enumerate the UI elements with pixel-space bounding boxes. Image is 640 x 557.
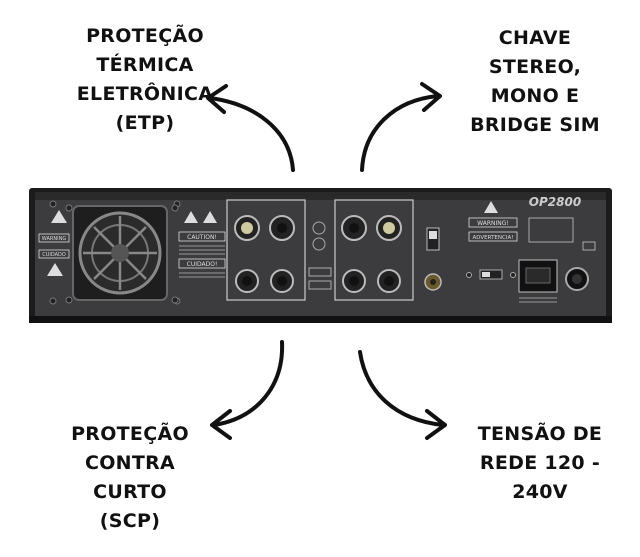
warning-triangle-icon	[484, 201, 498, 213]
arrow-top-right	[360, 94, 440, 172]
amplifier-rear-panel: WARNING CUIDADO CAUTION! CUIDADO!	[29, 188, 612, 323]
label-line: (ETP)	[115, 112, 175, 134]
arrow-bottom-left	[212, 340, 285, 427]
arrow-top-left	[208, 96, 295, 172]
warning-triangle-icon	[203, 211, 217, 223]
arrow-top-left-head	[206, 84, 228, 114]
label-mains-voltage: TENSÃO DE REDE 120 - 240V	[440, 420, 640, 507]
power-inlet	[518, 259, 558, 293]
channel-a-outline	[226, 199, 306, 301]
warning-triangle-icon	[184, 211, 198, 223]
label-line: STEREO,	[488, 56, 582, 78]
cuidado-left-text: CUIDADO	[42, 252, 66, 258]
label-line: CURTO	[93, 481, 167, 503]
label-line: PROTEÇÃO	[71, 423, 189, 445]
label-thermal-protection: PROTEÇÃO TÉRMICA ELETRÔNICA (ETP)	[45, 22, 245, 138]
input-jacks-b	[341, 215, 402, 241]
warning-right-text: WARNING!	[477, 220, 509, 227]
warning-left-text: WARNING	[42, 236, 67, 242]
channel-b-outline	[334, 199, 414, 301]
label-line: TÉRMICA	[96, 54, 194, 76]
label-line: (SCP)	[99, 510, 161, 532]
label-line: CHAVE	[498, 27, 572, 49]
warning-triangle-icon	[51, 210, 67, 223]
fan-grille-icon	[72, 205, 168, 301]
spec-plate	[528, 217, 574, 243]
label-line: CONTRA	[84, 452, 176, 474]
cuidado-center-text: CUIDADO!	[187, 261, 218, 268]
input-jacks-a	[234, 215, 295, 241]
arrow-bottom-right	[358, 350, 445, 427]
output-jacks-a	[235, 269, 294, 293]
arrow-bottom-left-head	[210, 409, 232, 440]
advertencia-text: ADVERTENCIA!	[473, 235, 514, 241]
label-line: TENSÃO DE	[477, 423, 603, 445]
label-line: 240V	[512, 481, 568, 503]
caution-text: CAUTION!	[187, 234, 217, 241]
output-jacks-b	[342, 269, 401, 293]
label-line: REDE 120 -	[479, 452, 601, 474]
warning-triangle-icon	[47, 263, 63, 276]
label-line: PROTEÇÃO	[86, 25, 204, 47]
arrow-bottom-right-head	[425, 409, 447, 440]
label-stereo-switch: CHAVE STEREO, MONO E BRIDGE SIM	[435, 24, 635, 140]
model-name: OP2800	[529, 195, 581, 209]
label-short-circuit-protection: PROTEÇÃO CONTRA CURTO (SCP)	[30, 420, 230, 536]
label-line: MONO E	[490, 85, 580, 107]
label-line: BRIDGE SIM	[470, 114, 600, 136]
voltage-selector-switch	[479, 269, 503, 280]
label-line: ELETRÔNICA	[76, 83, 214, 105]
arrow-top-right-head	[420, 82, 442, 112]
